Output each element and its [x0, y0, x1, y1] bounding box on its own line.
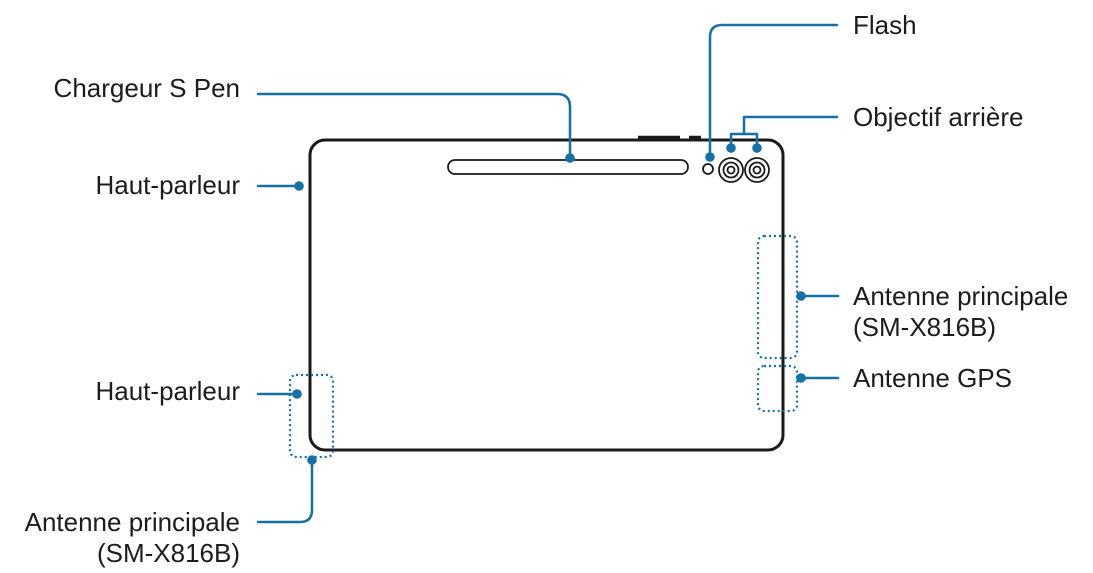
leader-rear-camera: [726, 115, 839, 153]
leader-main-antenna-left: [256, 455, 317, 524]
leader-speaker-top: [256, 181, 304, 191]
leader-main-antenna-right: [796, 291, 840, 301]
label-main-antenna-right-line2: (SM-X816B): [853, 312, 996, 342]
leader-speaker-bottom: [256, 389, 302, 399]
leader-flash: [705, 23, 839, 162]
flash-light: [702, 163, 714, 175]
rear-camera-2: [744, 157, 770, 183]
rear-camera-1: [718, 157, 744, 183]
label-main-antenna-left-line1: Antenne principale: [25, 507, 240, 537]
leader-s-pen-charger: [256, 92, 575, 163]
label-s-pen-charger: Chargeur S Pen: [54, 73, 240, 103]
gps-antenna-zone: [756, 364, 799, 413]
label-main-antenna-left-line2: (SM-X816B): [97, 538, 240, 568]
speaker-bottom-zone: [288, 373, 335, 459]
label-speaker-top: Haut-parleur: [95, 170, 240, 200]
tablet-body: [308, 135, 785, 452]
label-rear-camera: Objectif arrière: [853, 102, 1024, 132]
label-speaker-bottom: Haut-parleur: [95, 376, 240, 406]
leader-gps-antenna: [796, 373, 840, 383]
tablet-outline: [308, 138, 785, 452]
label-gps-antenna: Antenne GPS: [853, 363, 1012, 393]
label-main-antenna-right-line1: Antenne principale: [853, 281, 1068, 311]
label-flash: Flash: [853, 10, 917, 40]
